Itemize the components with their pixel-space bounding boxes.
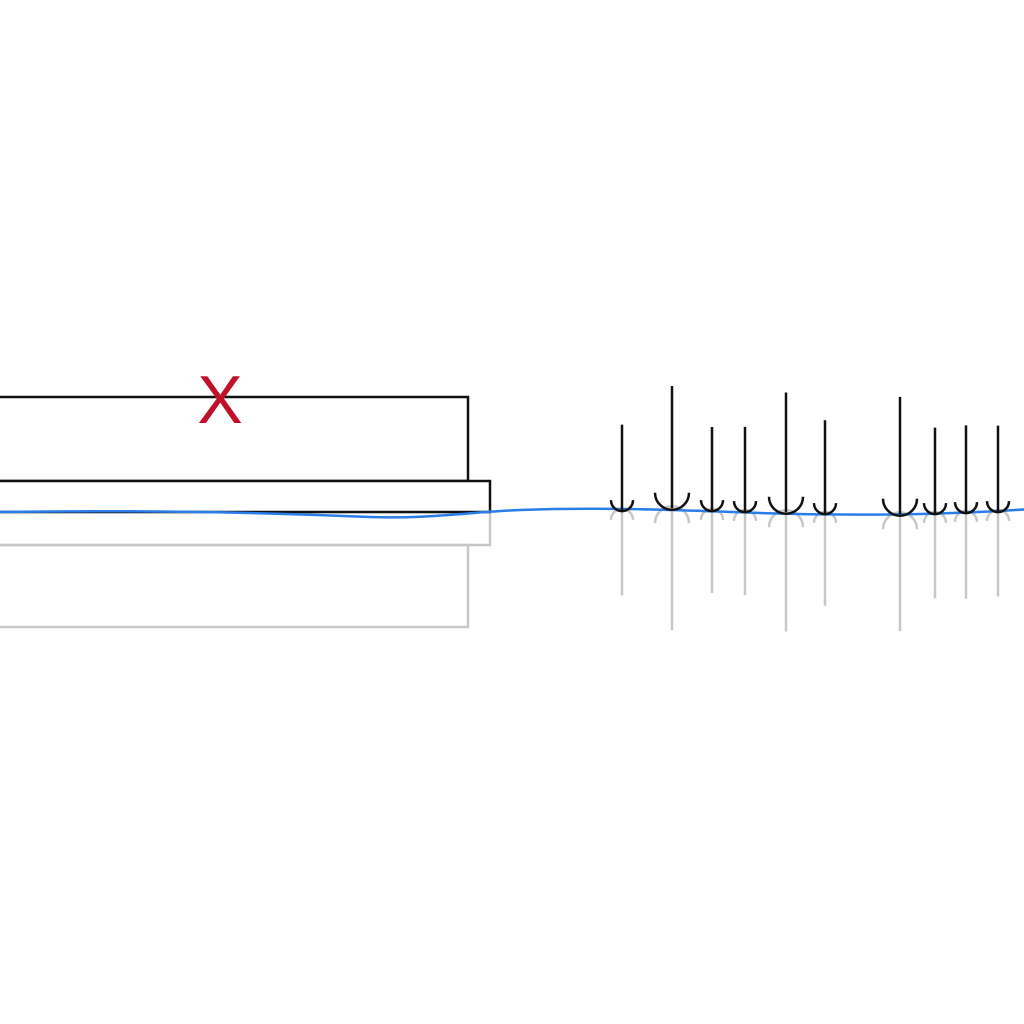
stake-cup [953,501,979,515]
stake-reflection [699,507,725,593]
stake-cup [767,496,805,515]
stake [953,425,979,515]
stake [699,427,725,513]
stake-reflection [767,509,805,632]
stake-cup [609,499,635,513]
stake-reflection [985,508,1011,597]
stake-cup [881,498,919,517]
stake [985,425,1011,514]
stake-reflection [812,510,838,606]
stake [922,427,948,516]
stake-cup [985,500,1011,514]
stake [732,426,758,514]
stake [609,424,635,513]
stake-reflection [732,508,758,596]
stakes-group [609,386,1011,517]
stake-cup [653,492,691,511]
floating-platform [0,395,492,514]
stakes-reflection-group [609,505,1011,632]
stake-cup [812,502,838,516]
stake-reflection [881,511,919,632]
stake-cup [922,502,948,516]
stake-cup [732,500,758,514]
water-line [0,507,1024,519]
stake-reflection [922,510,948,599]
stake-reflection [953,509,979,599]
platform-reflection [0,510,492,629]
stake-reflection [653,505,691,630]
cabin-reflection [0,543,470,629]
stake [653,386,691,511]
stake-cup [699,499,725,513]
platform-deck [0,479,492,514]
stake [767,392,805,515]
stake [812,420,838,516]
stake [881,396,919,517]
stake-reflection [609,507,635,596]
cross-mark: X [197,362,242,438]
